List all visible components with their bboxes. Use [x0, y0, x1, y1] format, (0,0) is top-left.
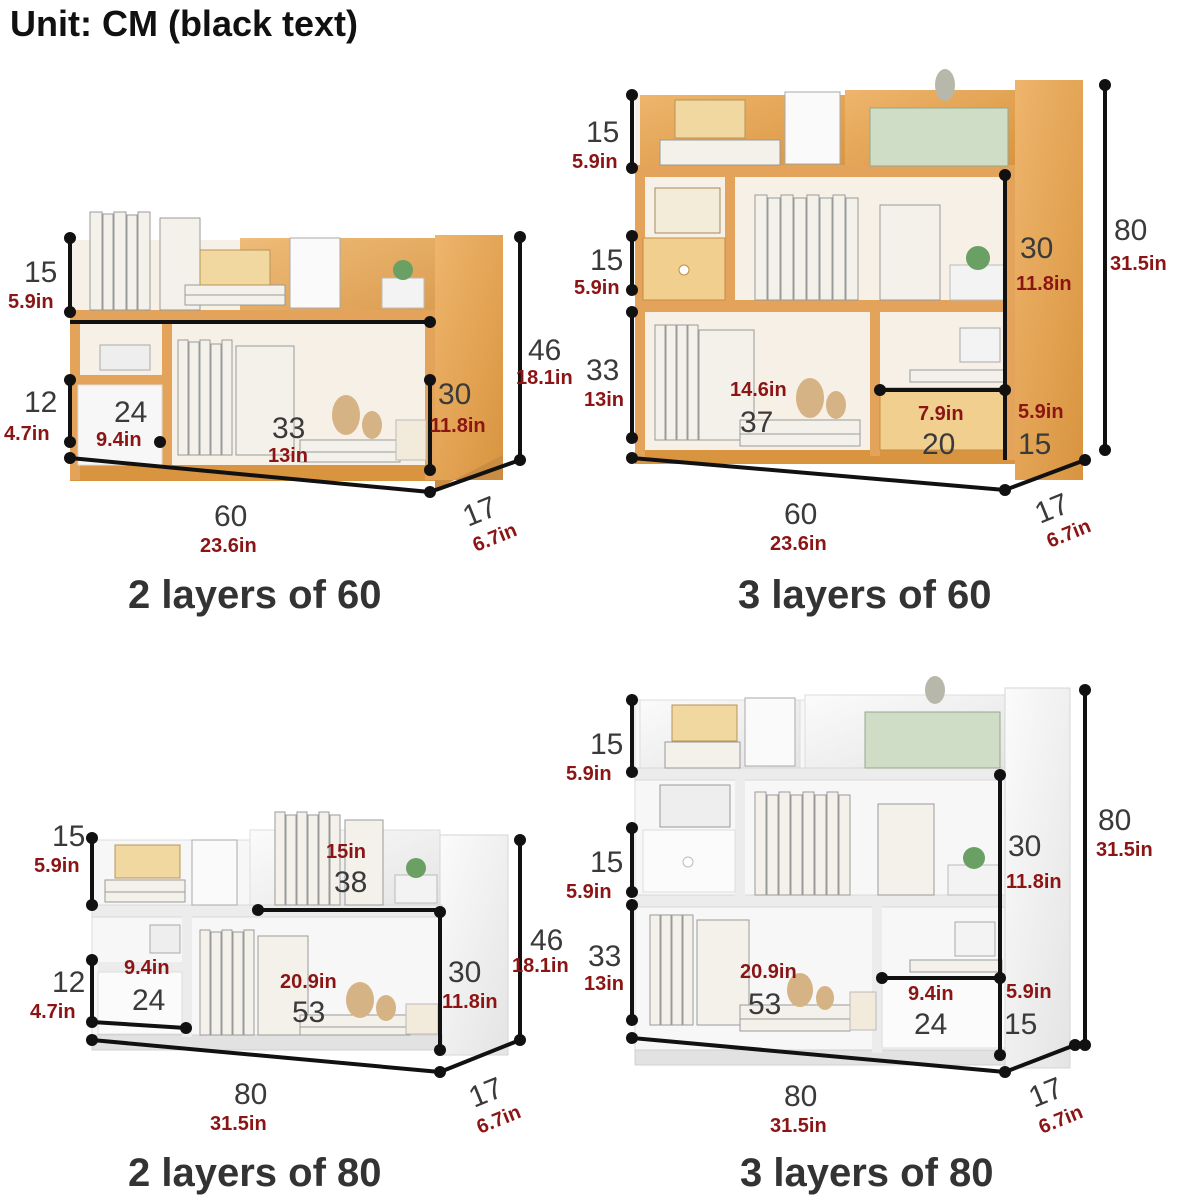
dim-cm: 60: [784, 498, 817, 531]
dim-inch: 15in: [326, 841, 366, 863]
dim-cm: 33: [588, 940, 621, 973]
dim-cm: 37: [740, 406, 773, 439]
dim-cm: 46: [528, 334, 561, 367]
dim-cm: 12: [52, 966, 85, 999]
dim-inch: 11.8in: [430, 415, 486, 437]
dim-inch: 5.9in: [566, 881, 612, 903]
dim-cm: 80: [1114, 214, 1147, 247]
panel-caption: 2 layers of 60: [128, 573, 382, 617]
dim-inch: 5.9in: [8, 291, 54, 313]
dim-cm: 20: [922, 428, 955, 461]
dim-inch: 20.9in: [280, 971, 337, 993]
dim-cm: 15: [590, 846, 623, 879]
dim-inch: 5.9in: [1018, 401, 1064, 423]
dim-inch: 11.8in: [1006, 871, 1062, 893]
dim-inch: 31.5in: [1110, 253, 1167, 275]
dim-inch: 31.5in: [210, 1113, 267, 1135]
dim-inch: 23.6in: [200, 535, 257, 557]
dim-cm: 53: [748, 988, 781, 1021]
dim-inch: 9.4in: [96, 429, 142, 451]
dim-cm: 80: [234, 1078, 267, 1111]
dim-inch: 13in: [584, 973, 624, 995]
dim-inch: 4.7in: [4, 423, 50, 445]
dim-inch: 14.6in: [730, 379, 787, 401]
dim-cm: 30: [1020, 232, 1053, 265]
dim-inch: 20.9in: [740, 961, 797, 983]
dim-cm: 15: [52, 820, 85, 853]
panel-3-layers-80: 15 5.9in 15 5.9in 33 13in 20.9in 53 9.4i…: [566, 676, 1153, 1195]
dim-inch: 7.9in: [918, 403, 964, 425]
dim-cm: 30: [1008, 830, 1041, 863]
dim-cm: 80: [784, 1080, 817, 1113]
dim-inch: 23.6in: [770, 533, 827, 555]
dim-inch: 5.9in: [574, 277, 620, 299]
dim-inch: 5.9in: [566, 763, 612, 785]
dim-cm: 24: [132, 984, 165, 1017]
dim-cm: 38: [334, 866, 367, 899]
dim-cm: 46: [530, 924, 563, 957]
dim-inch: 13in: [268, 445, 308, 467]
dim-cm: 15: [1004, 1008, 1037, 1041]
dim-inch: 31.5in: [1096, 839, 1153, 861]
panel-caption: 2 layers of 80: [128, 1151, 382, 1195]
dim-inch: 9.4in: [908, 983, 954, 1005]
dim-cm: 24: [114, 396, 147, 429]
dim-cm: 60: [214, 500, 247, 533]
dim-cm: 15: [1018, 428, 1051, 461]
panel-3-layers-60: 15 5.9in 15 5.9in 33 13in 14.6in 37 7.9i…: [572, 69, 1167, 617]
dim-inch: 18.1in: [512, 955, 569, 977]
dim-cm: 24: [914, 1008, 947, 1041]
dim-cm: 33: [586, 354, 619, 387]
dim-inch: 4.7in: [30, 1001, 76, 1023]
dimension-lines: [64, 231, 526, 498]
panel-caption: 3 layers of 60: [738, 573, 992, 617]
dim-cm: 80: [1098, 804, 1131, 837]
dimension-lines: [86, 832, 526, 1078]
dim-inch: 31.5in: [770, 1115, 827, 1137]
dim-cm: 30: [448, 956, 481, 989]
dim-cm: 15: [590, 244, 623, 277]
dim-inch: 18.1in: [516, 367, 573, 389]
dim-inch: 9.4in: [124, 957, 170, 979]
dim-cm: 12: [24, 386, 57, 419]
dim-cm: 53: [292, 996, 325, 1029]
panel-2-layers-60: 15 5.9in 12 4.7in 24 9.4in 33 13in 30 11…: [4, 211, 573, 617]
shelf-illustration: [634, 676, 1071, 1069]
dim-inch: 5.9in: [572, 151, 618, 173]
dim-cm: 33: [272, 412, 305, 445]
dim-inch: 13in: [584, 389, 624, 411]
shelf-illustration: [91, 811, 509, 1056]
panel-caption: 3 layers of 80: [740, 1151, 994, 1195]
dim-inch: 5.9in: [34, 855, 80, 877]
dim-inch: 11.8in: [1016, 273, 1072, 295]
dim-cm: 15: [586, 116, 619, 149]
unit-note: Unit: CM (black text): [10, 3, 358, 44]
dim-inch: 11.8in: [442, 991, 498, 1013]
dim-inch: 5.9in: [1006, 981, 1052, 1003]
panel-2-layers-80: 15 5.9in 15in 38 12 4.7in 9.4in 24 20.9i…: [30, 811, 569, 1195]
dimension-lines: [626, 684, 1091, 1078]
dim-cm: 15: [24, 256, 57, 289]
dim-cm: 30: [438, 378, 471, 411]
shelf-illustration: [635, 69, 1083, 480]
dimension-lines: [626, 79, 1111, 496]
dim-cm: 15: [590, 728, 623, 761]
